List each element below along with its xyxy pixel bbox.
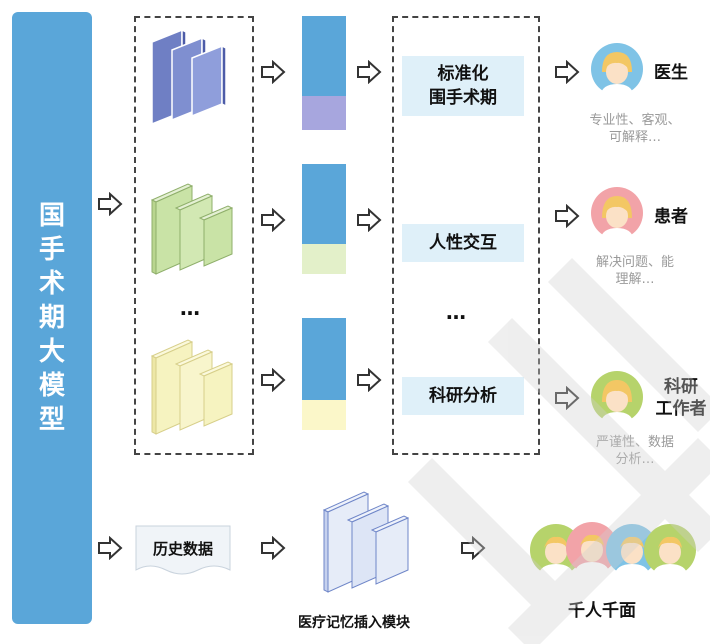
- document-stack-icon: [148, 28, 240, 128]
- hollow-arrow-icon: [260, 536, 286, 560]
- hollow-arrow-icon: [356, 368, 382, 392]
- history-data-label: 历史数据: [152, 539, 213, 558]
- group-avatars-icon: [528, 518, 700, 584]
- personalized-label: 千人千面: [568, 601, 636, 621]
- hollow-arrow-icon: [260, 208, 286, 232]
- task-standard-periop: 标准化 围手术期: [402, 56, 524, 116]
- doctor-avatar-icon: [590, 42, 644, 100]
- model-title-bar: 国 手 术 期 大 模 型: [12, 12, 92, 624]
- title-char: 术: [38, 269, 65, 299]
- feature-bar-yellow: [302, 318, 346, 430]
- role-desc-researcher: 严谨性、数据 分析…: [595, 435, 674, 467]
- title-char: 国: [38, 201, 65, 231]
- role-name-researcher: 科研 工作者: [655, 377, 707, 419]
- title-char: 大: [38, 337, 65, 367]
- hollow-arrow-icon: [356, 208, 382, 232]
- title-char: 手: [38, 235, 65, 265]
- hollow-arrow-icon: [554, 204, 580, 228]
- hollow-arrow-icon: [97, 192, 123, 216]
- feature-bar-purple: [302, 16, 346, 130]
- document-stack-icon: [148, 334, 240, 438]
- data-stacks-box: [134, 16, 254, 455]
- feature-bar-green: [302, 164, 346, 274]
- hollow-arrow-icon: [554, 386, 580, 410]
- title-char: 型: [38, 405, 65, 435]
- hollow-arrow-icon: [260, 60, 286, 84]
- hollow-arrow-icon: [260, 368, 286, 392]
- patient-avatar-icon: [590, 186, 644, 244]
- role-desc-patient: 解决问题、能 理解…: [595, 255, 674, 287]
- task-human-interaction: 人性交互: [402, 224, 524, 262]
- role-desc-doctor: 专业性、客观、 可解释…: [589, 113, 681, 145]
- document-stack-icon: [148, 178, 240, 278]
- title-char: 模: [38, 371, 65, 401]
- hollow-arrow-icon: [97, 536, 123, 560]
- ellipsis: …: [446, 300, 468, 324]
- hollow-arrow-icon: [460, 536, 486, 560]
- ellipsis: …: [180, 296, 202, 320]
- hollow-arrow-icon: [554, 60, 580, 84]
- role-name-doctor: 医生: [654, 63, 688, 83]
- task-research-analysis: 科研分析: [402, 377, 524, 415]
- researcher-avatar-icon: [590, 370, 644, 428]
- history-data-document-icon: [134, 524, 232, 584]
- title-char: 期: [38, 303, 65, 333]
- role-name-patient: 患者: [654, 207, 688, 227]
- memory-module-stack-icon: [318, 488, 418, 598]
- tasks-box: [392, 16, 540, 455]
- memory-module-label: 医疗记忆插入模块: [298, 615, 410, 631]
- hollow-arrow-icon: [356, 60, 382, 84]
